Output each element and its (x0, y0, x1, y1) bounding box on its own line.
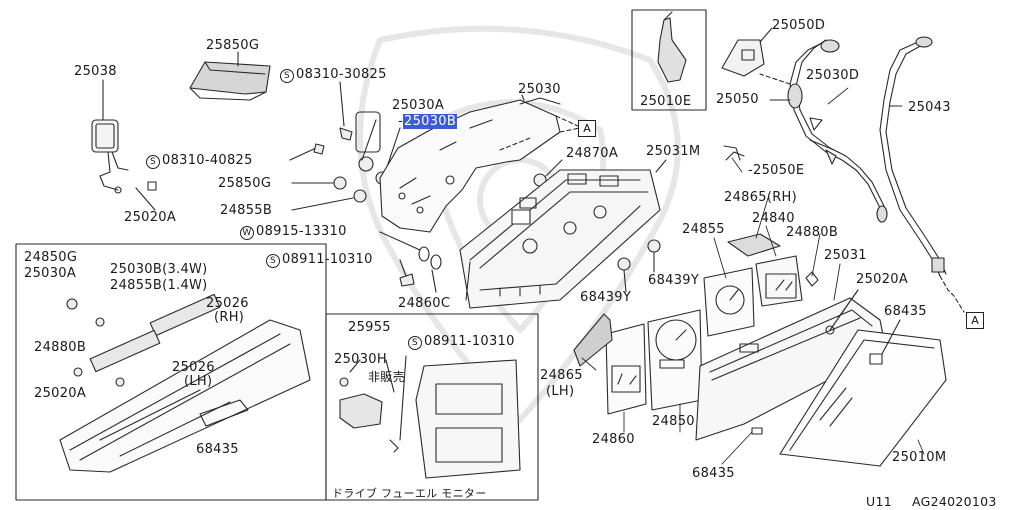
inset-label-25026-1: 25026 (206, 296, 249, 311)
label-25020A-left: 25020A (124, 210, 177, 225)
screw-symbol-icon: S (266, 254, 280, 268)
inset-label-25955: 25955 (348, 320, 391, 335)
label-25050E-text: 25050E (753, 163, 805, 178)
label-24850: 24850 (652, 414, 695, 429)
inset-label-68435: 68435 (196, 442, 239, 457)
label-25043: 25043 (908, 100, 951, 115)
inset-label-25026-2: 25026 (172, 360, 215, 375)
part-25050-harness (759, 39, 888, 223)
inset-label-not-for-sale: 非販売 (368, 370, 405, 384)
label-08310-30825-text: 08310-30825 (296, 67, 387, 82)
label-25010E: 25010E (640, 94, 692, 109)
part-24880B-right (805, 271, 819, 287)
label-24865RH: 24865(RH) (724, 190, 798, 205)
highlight-25030B: 25030B (403, 114, 458, 129)
ref-box-a-left: A (578, 120, 596, 137)
leader-lines (581, 87, 925, 465)
inset-label-25026-rh: (RH) (214, 310, 245, 325)
label-25850G-mid: 25850G (218, 176, 272, 191)
gauge-24865RH (727, 233, 781, 257)
label-24860: 24860 (592, 432, 635, 447)
clip-68435-right (869, 319, 901, 365)
inset-label-25030H: 25030H (334, 352, 387, 367)
label-25020A-right: 25020A (856, 272, 909, 287)
part-25043-cable (879, 36, 965, 313)
part-25010M-glass (779, 329, 947, 467)
part-25050D-bracket (721, 27, 773, 77)
label-25030: 25030 (518, 82, 561, 97)
label-08310-40825-text: 08310-40825 (162, 153, 253, 168)
inset-label-25030B-note: 25030B(3.4W) (110, 262, 208, 277)
inset-label-24855B-note: 24855B(1.4W) (110, 278, 208, 293)
inset-label-24880B: 24880B (34, 340, 87, 355)
inset-caption-drive-fuel-monitor: ドライブ フューエル モニター (332, 487, 487, 500)
label-68435-right: 68435 (884, 304, 927, 319)
label-25030D: 25030D (806, 68, 860, 83)
inset-right-frame (325, 313, 539, 501)
label-25038: 25038 (74, 64, 117, 79)
inset-label-25020A: 25020A (34, 386, 87, 401)
part-25031M-case (459, 159, 667, 309)
label-25050: 25050 (716, 92, 759, 107)
screw-symbol-icon: S (280, 69, 294, 83)
label-08915-13310-text: 08915-13310 (256, 224, 347, 239)
ref-box-a-right: A (966, 312, 984, 329)
label-68435-bottom: 68435 (692, 466, 735, 481)
gauge-24840 (755, 255, 803, 307)
screw-symbol-icon: S (146, 155, 160, 169)
washer-symbol-icon: W (240, 226, 254, 240)
label-68439Y-b: 68439Y (580, 290, 632, 305)
label-25050D: 25050D (772, 18, 826, 33)
label-68439Y-a: 68439Y (648, 273, 700, 288)
part-25850G-cover (189, 51, 271, 101)
part-25010E-box (631, 9, 707, 111)
label-25850G-top: 25850G (206, 38, 260, 53)
footer-code-ag: AG24020103 (912, 494, 997, 509)
bulbs-68439Y (617, 239, 661, 293)
gauge-24855 (703, 267, 755, 337)
label-25031M: 25031M (646, 144, 701, 159)
part-25038-connector (91, 79, 157, 211)
part-24865LH (573, 313, 613, 367)
label-24880B-right: 24880B (786, 225, 839, 240)
part-25050E-clip (723, 145, 745, 161)
label-08911-10310-mid-text: 08911-10310 (282, 252, 373, 267)
label-25050E: -25050E (748, 163, 805, 178)
label-24855: 24855 (682, 222, 725, 237)
gauge-24850 (647, 309, 703, 411)
footer-code-u11: U11 (866, 494, 892, 509)
inset-label-08911-10310-text: 08911-10310 (424, 334, 515, 349)
label-24860C: 24860C (398, 296, 451, 311)
washers-24860C (379, 231, 442, 293)
label-25010M: 25010M (892, 450, 947, 465)
inset-label-25030A: 25030A (24, 266, 77, 281)
label-25030A-top: 25030A (392, 98, 445, 113)
label-24865LH-side: (LH) (546, 384, 575, 399)
label-24840: 24840 (752, 211, 795, 226)
label-24870A: 24870A (566, 146, 619, 161)
part-25031-frame (695, 289, 887, 441)
screw-symbol-icon: S (408, 336, 422, 350)
inset-label-24850G: 24850G (24, 250, 78, 265)
label-24855B-mid: 24855B (220, 203, 273, 218)
gauge-24860 (605, 323, 647, 415)
inset-label-25026-lh: (LH) (184, 374, 213, 389)
label-25030B-top: -25030B (398, 114, 458, 129)
label-24865LH: 24865 (540, 368, 583, 383)
label-25031: 25031 (824, 248, 867, 263)
